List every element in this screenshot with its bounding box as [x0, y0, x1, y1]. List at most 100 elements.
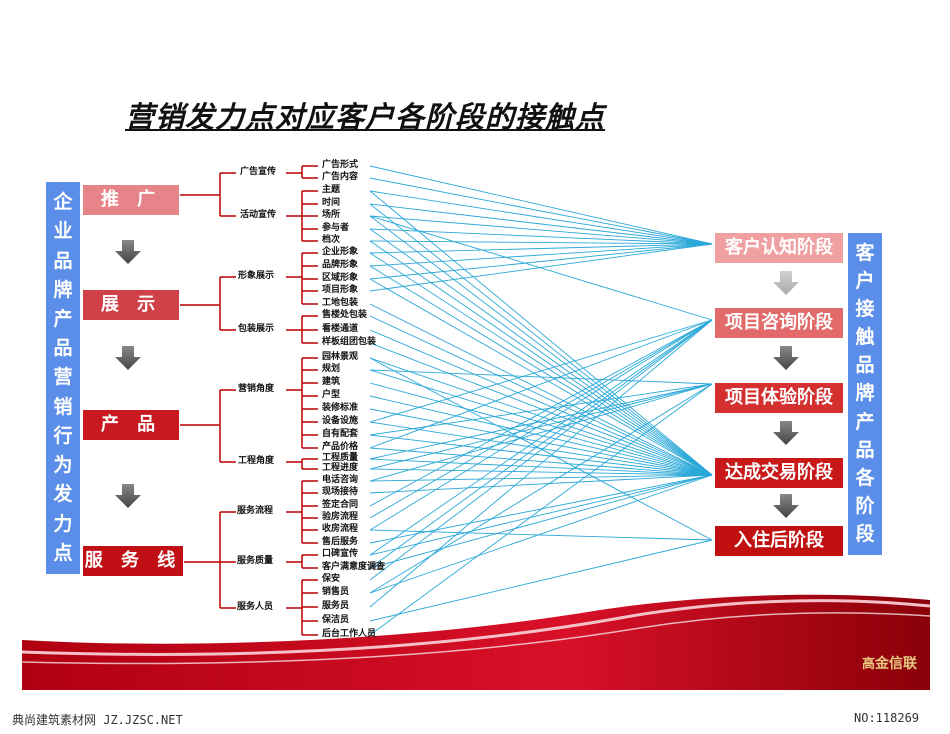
left-vertical-char: 牌 — [53, 278, 73, 301]
left-vertical-char: 为 — [53, 454, 73, 477]
touchpoint-stage-link — [369, 434, 713, 476]
right-vertical-banner: 客户接触品牌产品各阶段 — [848, 233, 882, 555]
touchpoint-item: 工地包装 — [322, 298, 359, 308]
line-box-display: 展 示 线 — [83, 290, 179, 345]
touchpoint-stage-link — [369, 240, 713, 245]
page-title: 营销发力点对应客户各阶段的接触点 — [125, 100, 606, 134]
line-box-promotion: 推 广 线 — [83, 185, 179, 240]
touchpoint-stage-link — [369, 243, 713, 280]
touchpoint-stage-link — [369, 369, 713, 476]
touchpoint-stage-link — [369, 383, 713, 470]
touchpoint-item: 口碑宣传 — [322, 549, 359, 559]
right-vertical-char: 客 — [855, 241, 875, 264]
group-label: 营销角度 — [238, 384, 275, 394]
group-label: 形象展示 — [238, 271, 275, 281]
touchpoint-stage-link — [369, 474, 713, 569]
right-vertical-char: 品 — [855, 354, 875, 377]
left-vertical-char: 发 — [53, 483, 73, 506]
bracket-connectors — [180, 165, 318, 636]
touchpoint-stage-link — [369, 243, 713, 292]
touchpoint-item: 服务员 — [322, 601, 350, 611]
down-arrow-icon — [773, 346, 799, 370]
touchpoint-stage-link — [369, 252, 713, 476]
touchpoint-item: 设备设施 — [322, 416, 359, 426]
group-label: 服务人员 — [237, 602, 274, 612]
left-vertical-char: 品 — [53, 337, 73, 360]
group-label: 活动宣传 — [240, 210, 277, 220]
stage-box-experience: 项目体验阶段 — [715, 383, 843, 413]
touchpoint-item: 收房流程 — [322, 524, 359, 534]
touchpoint-item: 工程进度 — [322, 463, 359, 473]
bottom-red-wave — [21, 594, 931, 690]
touchpoint-stage-link — [369, 468, 713, 476]
touchpoint-item: 主题 — [322, 185, 341, 195]
touchpoint-stage-link — [369, 329, 713, 476]
line-box-product: 产 品 线 — [83, 410, 179, 465]
touchpoint-stage-link — [369, 383, 713, 460]
touchpoint-item: 区域形象 — [322, 273, 359, 283]
touchpoint-stage-link — [369, 215, 713, 245]
right-vertical-char: 牌 — [855, 382, 875, 405]
stage-box-awareness: 客户认知阶段 — [715, 233, 843, 263]
left-vertical-char: 营 — [53, 366, 73, 389]
touchpoint-stage-link — [369, 240, 713, 476]
touchpoint-stage-link — [369, 319, 713, 581]
touchpoint-item: 客户满意度调查 — [322, 562, 386, 572]
brand-logo: ⾼金信联 — [862, 656, 918, 672]
touchpoint-item: 看楼通道 — [322, 324, 359, 334]
touchpoint-item: 户型 — [322, 390, 341, 400]
down-arrow-icon — [773, 421, 799, 445]
group-label: 包装展示 — [238, 324, 275, 334]
touchpoint-item: 自有配套 — [322, 429, 359, 439]
right-vertical-char: 户 — [855, 269, 875, 292]
left-vertical-char: 点 — [53, 541, 73, 564]
touchpoint-stage-link — [369, 421, 713, 476]
touchpoint-stage-link — [369, 458, 713, 476]
right-vertical-char: 产 — [855, 410, 875, 433]
group-label: 工程角度 — [238, 456, 275, 466]
right-vertical-char: 段 — [855, 523, 875, 546]
touchpoint-stage-link — [369, 319, 713, 519]
touchpoint-stage-link — [369, 447, 713, 476]
touchpoint-item: 装修标准 — [322, 403, 359, 413]
touchpoint-item: 现场接待 — [322, 487, 359, 497]
touchpoint-stage-link — [369, 395, 713, 476]
left-vertical-char: 产 — [53, 307, 73, 330]
left-vertical-char: 行 — [53, 424, 73, 447]
touchpoint-item: 销售员 — [322, 587, 350, 597]
touchpoint-stage-link — [369, 383, 713, 482]
touchpoint-stage-link — [369, 190, 713, 476]
touchpoint-stage-link — [369, 228, 713, 476]
touchpoint-stage-link — [369, 203, 713, 245]
flow-arrows — [115, 240, 799, 518]
touchpoint-stage-link — [369, 265, 713, 476]
touchpoint-item: 保安 — [322, 574, 341, 584]
touchpoint-stage-link — [369, 383, 713, 436]
left-vertical-char: 力 — [53, 512, 73, 535]
touchpoint-stage-link — [369, 474, 713, 482]
touchpoint-stage-link — [369, 474, 713, 494]
down-arrow-icon — [115, 346, 141, 370]
touchpoint-stage-link — [369, 203, 713, 476]
line-box-service: 服 务 线 — [83, 546, 183, 576]
touchpoint-stage-link — [369, 529, 713, 541]
touchpoint-stage-link — [369, 357, 713, 476]
right-vertical-char: 阶 — [855, 495, 875, 518]
touchpoint-item: 时间 — [322, 198, 341, 208]
down-arrow-icon — [115, 484, 141, 508]
touchpoint-item: 售后服务 — [322, 537, 359, 547]
group-label: 服务质量 — [237, 556, 274, 566]
stage-box-after-move-in: 入住后阶段 — [715, 526, 843, 556]
touchpoint-stage-link — [369, 342, 713, 476]
touchpoint-item: 售楼处包装 — [322, 310, 368, 320]
footer-right: NO:118269 — [854, 711, 920, 725]
touchpoint-stage-link — [369, 319, 713, 556]
right-vertical-char: 接 — [855, 297, 875, 320]
touchpoint-item: 验房流程 — [322, 512, 359, 522]
left-vertical-char: 销 — [53, 395, 73, 418]
touchpoint-stage-link — [369, 319, 713, 449]
connection-lines — [369, 165, 713, 636]
down-arrow-icon — [773, 271, 799, 295]
touchpoint-stage-link — [369, 315, 713, 476]
touchpoint-item: 后台工作人员 — [322, 629, 377, 639]
